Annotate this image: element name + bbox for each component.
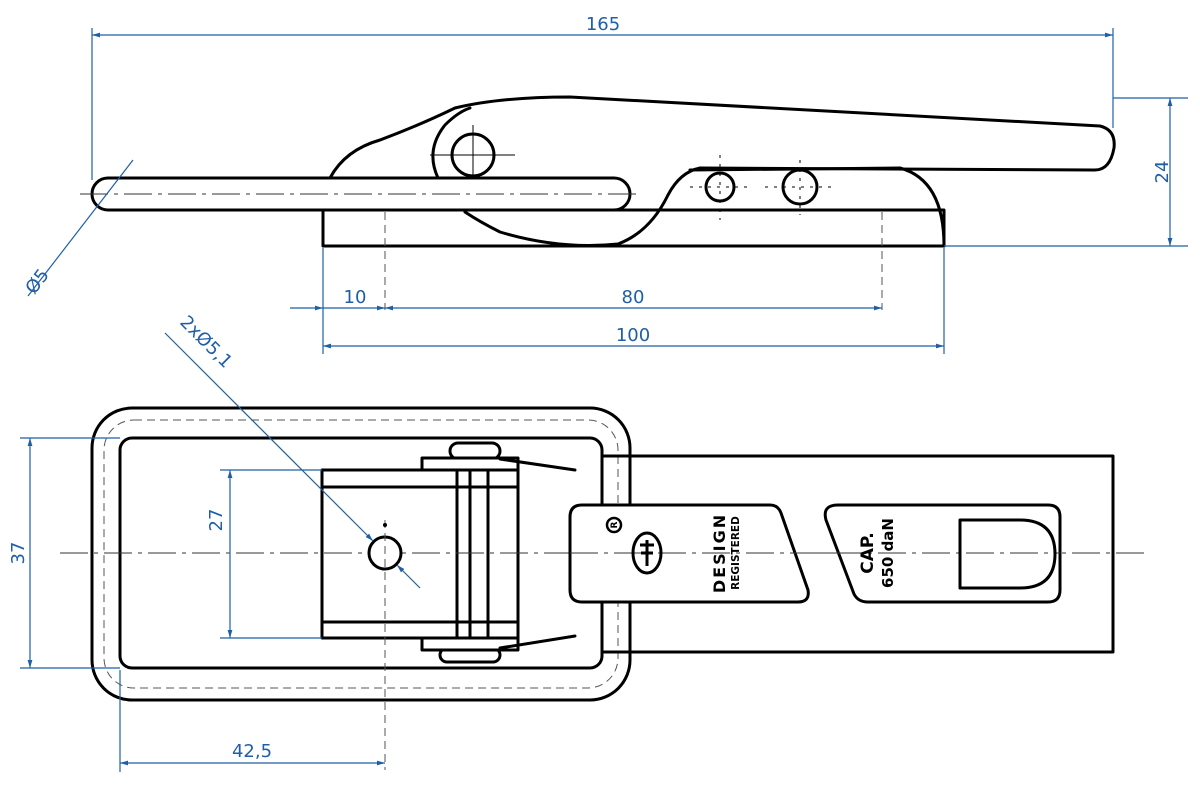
base-plate: [321, 208, 946, 248]
logo-ellipse-icon: [631, 531, 663, 575]
dim-27: 27: [206, 509, 227, 532]
brand-logo: R: [605, 516, 663, 575]
design-label-panel: [568, 503, 810, 604]
top-view: R DESIGN REGISTERED CAP. 650 daN: [60, 406, 1150, 770]
lever: [328, 95, 1116, 247]
dim-leader-holes: [164, 332, 374, 542]
side-view: [80, 95, 1116, 310]
spring-lines: [498, 457, 577, 650]
registered-text: REGISTERED: [730, 516, 742, 590]
dim-holes: 2xØ5,1: [176, 312, 237, 373]
capacity-text: 650 daN: [879, 518, 897, 588]
hook-block-edges: [320, 468, 520, 640]
center-dot: [383, 523, 387, 527]
dim-leader-holes-tail: [396, 564, 421, 589]
registered-symbol: R: [610, 521, 620, 528]
base-body: [688, 166, 946, 248]
dim-rod-diameter: Ø5: [22, 265, 54, 298]
d-shaped-window: [958, 518, 1057, 590]
dim-37: 37: [8, 542, 29, 565]
hole-center-marks: [690, 155, 835, 220]
pivot-boss: [431, 106, 472, 180]
dim-42-5: 42,5: [232, 741, 272, 762]
dim-24: 24: [1152, 161, 1173, 184]
lever-strip: [600, 454, 1115, 654]
side-dimensions: 165 24 Ø5 10 80 100: [22, 14, 1188, 354]
dim-165: 165: [586, 14, 620, 35]
dim-80: 80: [622, 287, 645, 308]
logo-glyph-icon: [640, 540, 654, 566]
cap-text: CAP.: [858, 532, 878, 573]
dim-line-rod-diameter: [27, 159, 134, 297]
design-text: DESIGN: [710, 513, 729, 593]
registered-mark-icon: [605, 516, 623, 534]
hook-block: [320, 468, 520, 640]
dim-100: 100: [616, 325, 650, 346]
pivot-center-mark: [430, 125, 515, 185]
dim-10: 10: [344, 287, 367, 308]
